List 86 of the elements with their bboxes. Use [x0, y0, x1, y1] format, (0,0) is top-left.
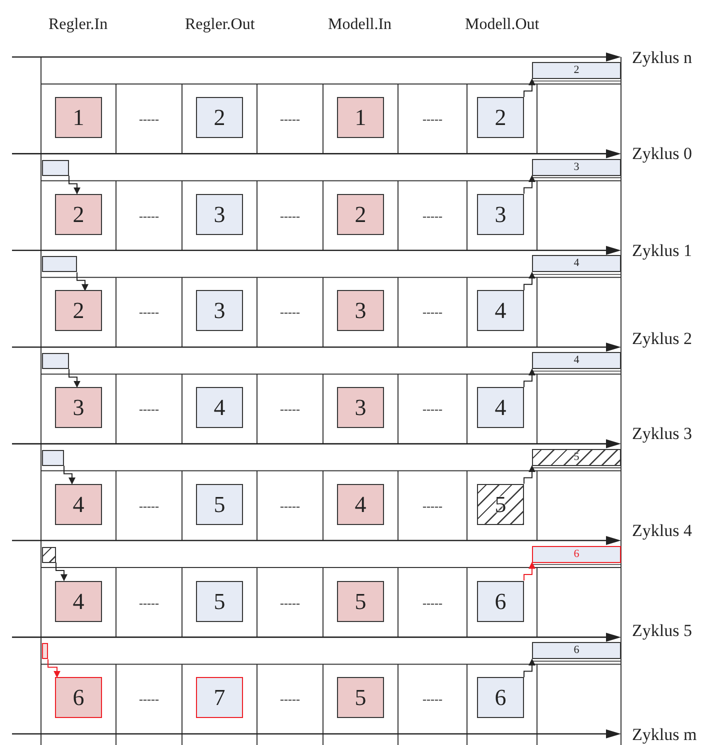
value-box: 3 — [477, 194, 524, 235]
value-box: 4 — [55, 484, 102, 525]
value-box: 2 — [196, 97, 243, 138]
placeholder-dashes: ----- — [280, 210, 300, 222]
value-box: 4 — [477, 387, 524, 428]
column-header: Modell.Out — [465, 17, 540, 33]
arrow — [76, 272, 88, 292]
output-buffer-box: 5 — [532, 448, 621, 466]
value-box: 6 — [55, 677, 102, 718]
value-box: 6 — [477, 580, 524, 622]
placeholder-dashes: ----- — [422, 500, 442, 512]
value-box: 2 — [337, 194, 384, 235]
value-box: 3 — [337, 290, 384, 332]
value-box: 5 — [337, 580, 384, 622]
placeholder-dashes: ----- — [139, 500, 159, 512]
placeholder-dashes: ----- — [139, 210, 159, 222]
cycle-label: Zyklus 3 — [632, 424, 692, 442]
arrow — [48, 658, 60, 678]
placeholder-dashes: ----- — [280, 693, 300, 706]
column-header: Modell.In — [328, 17, 392, 33]
value-box: 2 — [55, 194, 102, 235]
arrow — [524, 562, 536, 581]
output-buffer-box: 6 — [532, 642, 621, 660]
output-buffer-box: 3 — [532, 158, 621, 176]
arrow — [524, 465, 536, 484]
value-box: 6 — [477, 677, 524, 718]
value-box: 4 — [55, 580, 102, 622]
input-buffer-box — [42, 643, 48, 660]
value-box: 2 — [55, 290, 102, 332]
placeholder-dashes: ----- — [422, 403, 442, 416]
arrow — [56, 562, 68, 582]
arrow — [524, 658, 536, 678]
value-box: 7 — [196, 677, 243, 718]
output-buffer-box: 4 — [532, 255, 621, 272]
input-buffer-box — [42, 450, 64, 466]
cycle-label: Zyklus 1 — [632, 242, 692, 258]
placeholder-dashes: ----- — [422, 693, 442, 706]
cycle-label: Zyklus 4 — [632, 522, 692, 538]
output-buffer-box: 6 — [532, 546, 621, 562]
placeholder-dashes: ----- — [422, 210, 442, 222]
placeholder-dashes: ----- — [139, 693, 159, 706]
column-header: Regler.In — [48, 17, 108, 33]
output-buffer-box: 4 — [532, 352, 621, 370]
arrow — [524, 78, 536, 98]
value-box: 5 — [196, 580, 243, 622]
input-buffer-box — [42, 160, 69, 176]
input-buffer-box — [42, 256, 77, 272]
value-box: 1 — [55, 97, 102, 138]
arrow — [68, 368, 80, 388]
value-box: 5 — [337, 677, 384, 718]
arrow — [524, 175, 536, 194]
placeholder-dashes: ----- — [139, 306, 159, 318]
value-box: 4 — [337, 484, 384, 525]
value-box: 3 — [337, 387, 384, 428]
placeholder-dashes: ----- — [280, 306, 300, 318]
arrow — [64, 465, 76, 484]
arrow — [524, 272, 536, 291]
cycle-label: Zyklus n — [632, 48, 692, 66]
value-box: 1 — [337, 97, 384, 138]
arrow — [524, 368, 536, 388]
placeholder-dashes: ----- — [280, 113, 300, 125]
value-box: 2 — [477, 97, 524, 138]
placeholder-dashes: ----- — [139, 403, 159, 416]
arrow — [68, 175, 80, 194]
placeholder-dashes: ----- — [280, 500, 300, 512]
placeholder-dashes: ----- — [139, 596, 159, 608]
placeholder-dashes: ----- — [422, 113, 442, 125]
value-box: 3 — [196, 290, 243, 332]
cycle-label: Zyklus 0 — [632, 144, 692, 162]
input-buffer-box — [42, 546, 56, 562]
placeholder-dashes: ----- — [422, 306, 442, 318]
column-header: Regler.Out — [185, 17, 255, 33]
value-box: 3 — [55, 387, 102, 428]
value-box: 4 — [477, 290, 524, 332]
placeholder-dashes: ----- — [422, 596, 442, 608]
placeholder-dashes: ----- — [139, 113, 159, 125]
cycle-label: Zyklus 2 — [632, 330, 692, 346]
value-box: 5 — [196, 484, 243, 525]
value-box: 3 — [196, 194, 243, 235]
cycle-label: Zyklus m — [632, 726, 697, 742]
placeholder-dashes: ----- — [280, 403, 300, 416]
cycle-label: Zyklus 5 — [632, 622, 692, 638]
value-box: 4 — [196, 387, 243, 428]
input-buffer-box — [42, 353, 69, 370]
output-buffer-box: 2 — [532, 62, 621, 79]
placeholder-dashes: ----- — [280, 596, 300, 608]
